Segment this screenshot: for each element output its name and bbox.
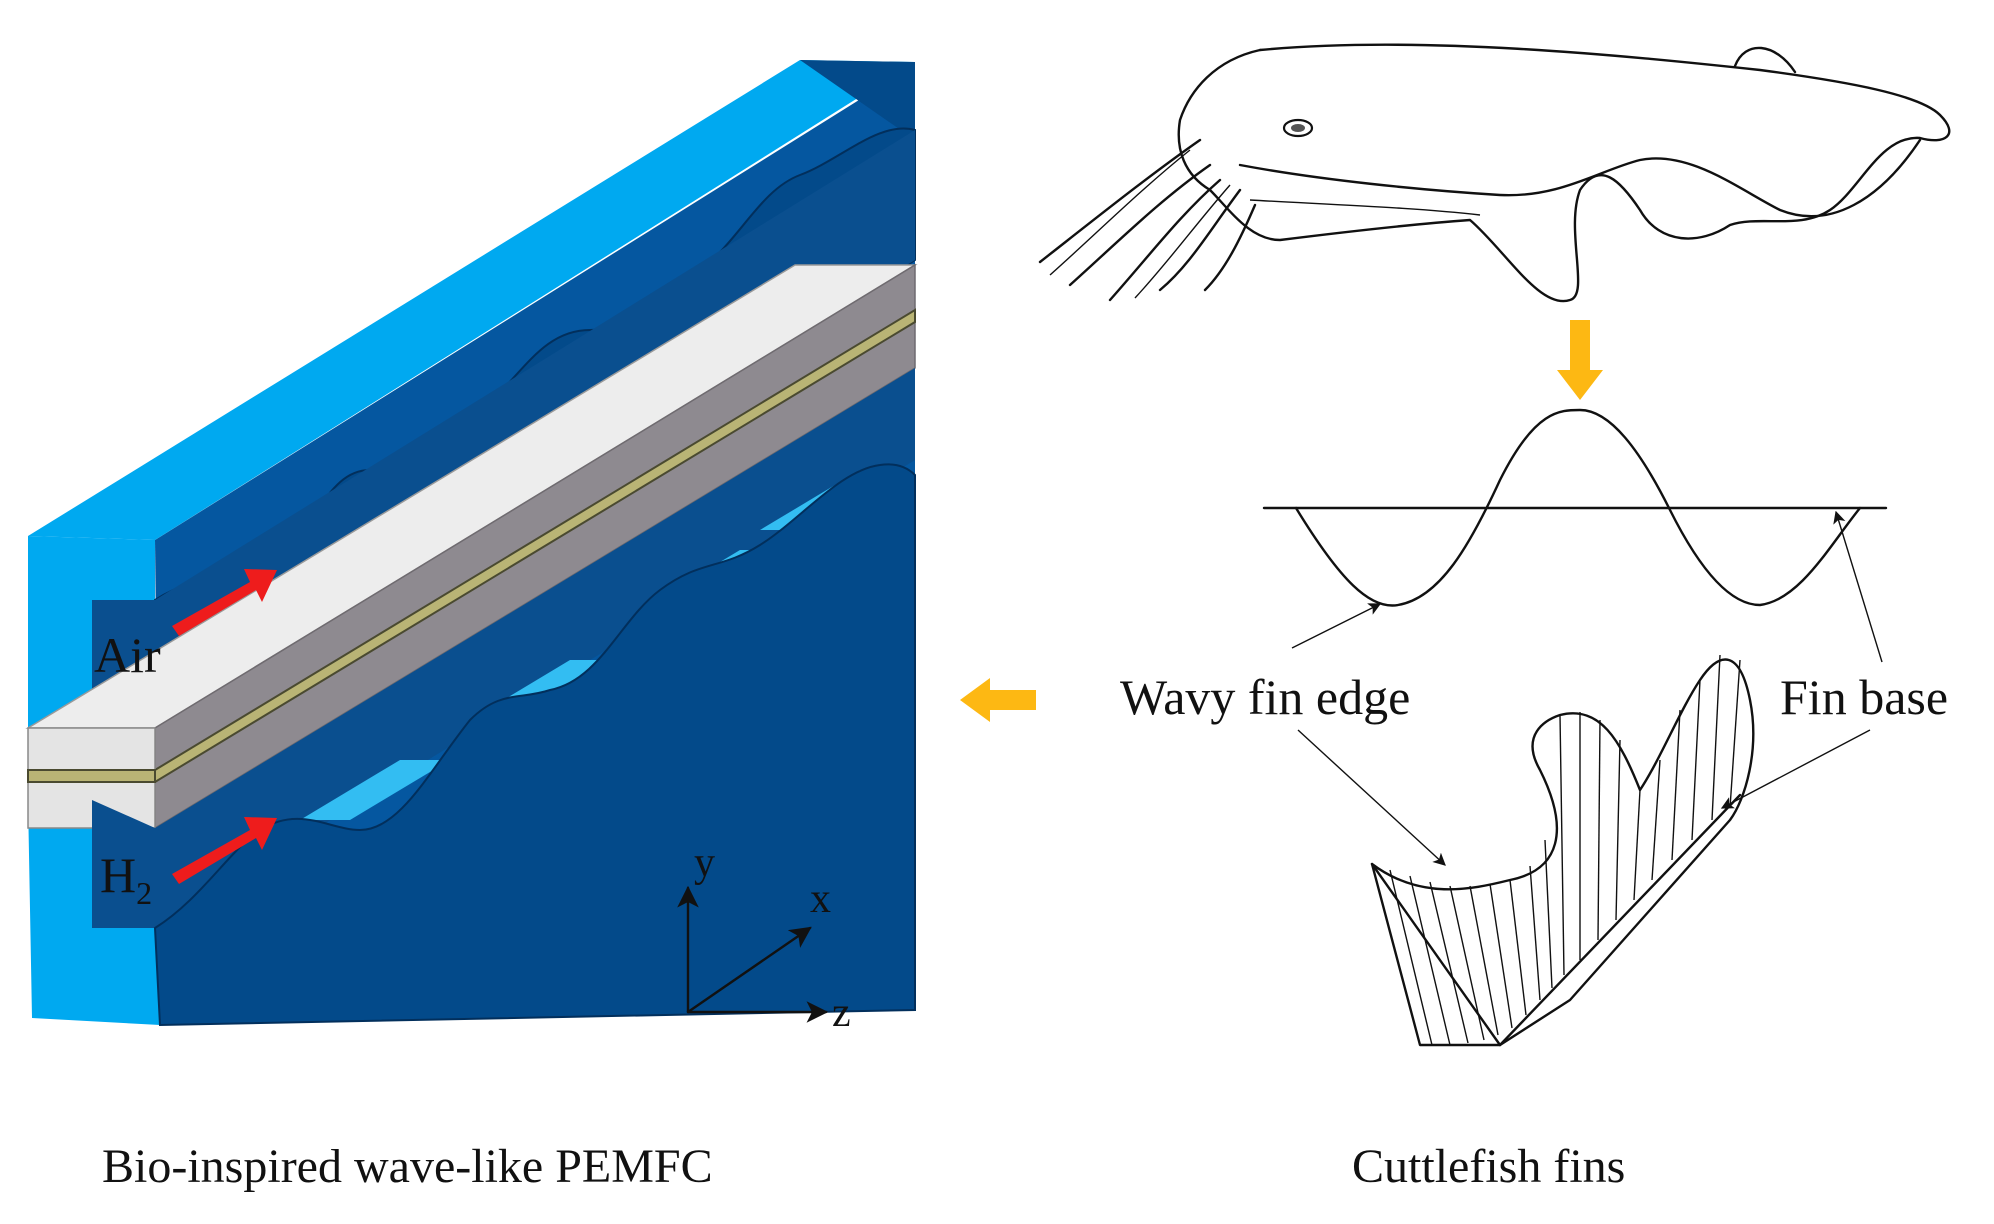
pointer-arrow xyxy=(1833,510,1883,663)
axis-y-label: y xyxy=(694,840,715,886)
down-arrow-icon xyxy=(1557,320,1603,400)
h2-inlet-label: H2 xyxy=(100,847,152,911)
top-plate-end xyxy=(800,60,915,140)
fin-wave-schematic xyxy=(1262,408,1888,607)
cuttlefish-tentacles xyxy=(1038,138,1257,302)
pointer-arrow xyxy=(1297,729,1446,866)
ribbon-edge xyxy=(1370,658,1755,1047)
coordinate-axes: y x z xyxy=(677,840,851,1036)
cuttlefish-body-line xyxy=(1249,199,1481,216)
fin-3d-ribbon xyxy=(1370,654,1755,1047)
fin-base-label: Fin base xyxy=(1780,669,1948,725)
bottom-channel-gap xyxy=(92,368,915,928)
ribbon-left-edge xyxy=(1370,862,1502,1047)
wavy-edge-curve xyxy=(1294,408,1862,607)
top-plate-top-face xyxy=(28,60,915,540)
cuttlefish-fin-wave xyxy=(1238,138,1922,218)
membrane-front xyxy=(27,769,156,783)
cuttlefish-body xyxy=(1208,43,1951,303)
cuttlefish-dorsal-fin xyxy=(1733,46,1797,74)
cuttlefish-head xyxy=(1177,48,1262,192)
ribbon-base xyxy=(1498,793,1742,1047)
plate-front-face xyxy=(28,536,160,1025)
flow-arrow-icon xyxy=(172,569,277,636)
cuttlefish-illustration xyxy=(1038,43,1951,303)
left-arrow-icon xyxy=(960,678,1036,722)
flow-arrow-icon xyxy=(172,817,277,884)
right-caption: Cuttlefish fins xyxy=(1352,1140,1625,1193)
bottom-channel-wave xyxy=(153,463,916,1027)
pointer-arrow xyxy=(1291,603,1382,649)
axis-x-label: x xyxy=(810,876,831,922)
pointer-arrow xyxy=(1720,729,1871,809)
axis-z-label: z xyxy=(832,990,851,1036)
axis-arrow-icon xyxy=(686,926,812,1014)
cuttlefish-pupil xyxy=(1291,124,1305,132)
left-caption: Bio-inspired wave-like PEMFC xyxy=(102,1140,713,1193)
ribbon-ruling-lines xyxy=(1389,654,1741,1046)
wavy-fin-edge-label: Wavy fin edge xyxy=(1120,669,1410,725)
cuttlefish-eye xyxy=(1282,118,1314,138)
air-inlet-label: Air xyxy=(94,627,161,683)
pemfc-model: Air H2 y x z Bio-inspired wave-like PEMF… xyxy=(25,60,918,1193)
